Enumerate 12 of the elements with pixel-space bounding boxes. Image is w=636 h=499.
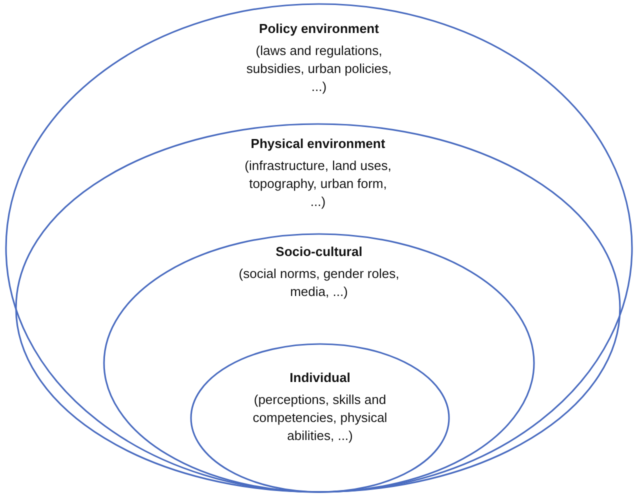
ellipse-layer (15, 123, 621, 493)
layer-heading: Individual (288, 369, 352, 387)
ellipse-layer (103, 233, 535, 493)
ellipse-layer (5, 3, 633, 493)
layer-heading: Policy environment (258, 20, 380, 38)
ellipse-layer (190, 343, 450, 493)
layer-description: (social norms, gender roles, media, ...) (238, 265, 400, 301)
layer-heading: Socio-cultural (274, 243, 364, 261)
layer-description: (perceptions, skills and competencies, physical abilities, ...) (252, 391, 388, 445)
layer-description: (infrastructure, land uses, topography, urban form, ...) (244, 157, 392, 211)
layer-heading: Physical environment (250, 135, 386, 153)
layer-description: (laws and regulations, subsidies, urban policies, ...) (245, 42, 393, 96)
